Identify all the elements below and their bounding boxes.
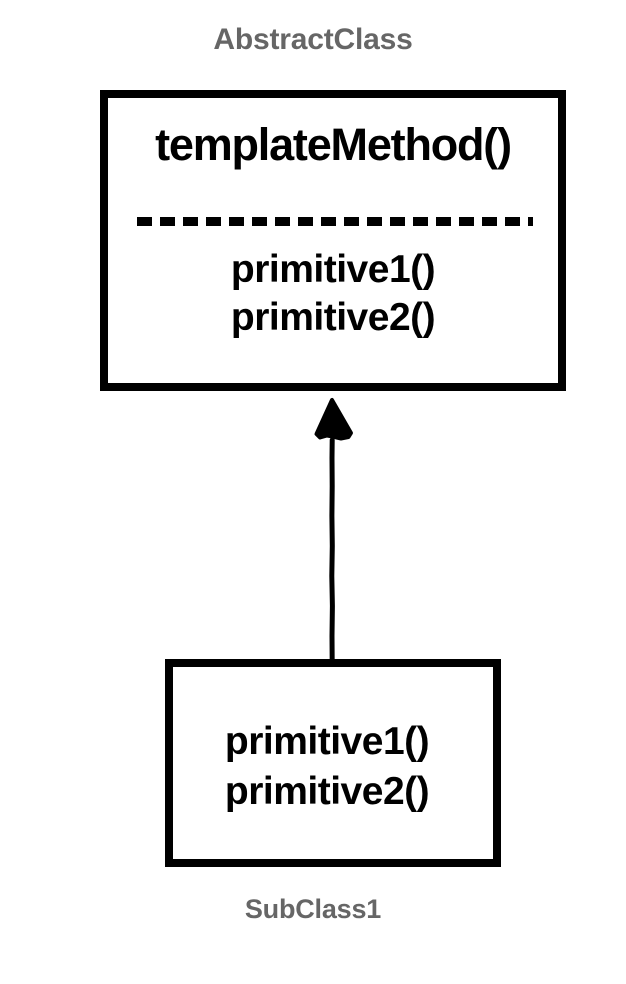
compartment-separator-dashed-line	[137, 217, 533, 226]
subclass-primitive1-label: primitive1()	[224, 720, 430, 763]
template-method-label: templateMethod()	[155, 119, 512, 170]
abstract-class-title: AbstractClass	[213, 23, 413, 56]
abstract-class-box[interactable]: templateMethod() primitive1() primitive2…	[100, 90, 566, 391]
generalization-arrow-icon	[314, 398, 353, 667]
subclass-title: SubClass1	[244, 894, 382, 924]
subclass-primitive2-label: primitive2()	[224, 770, 430, 813]
abstract-primitive1-label: primitive1()	[230, 248, 436, 291]
subclass-box[interactable]: primitive1() primitive2()	[165, 659, 501, 867]
abstract-primitive2-label: primitive2()	[230, 296, 436, 339]
